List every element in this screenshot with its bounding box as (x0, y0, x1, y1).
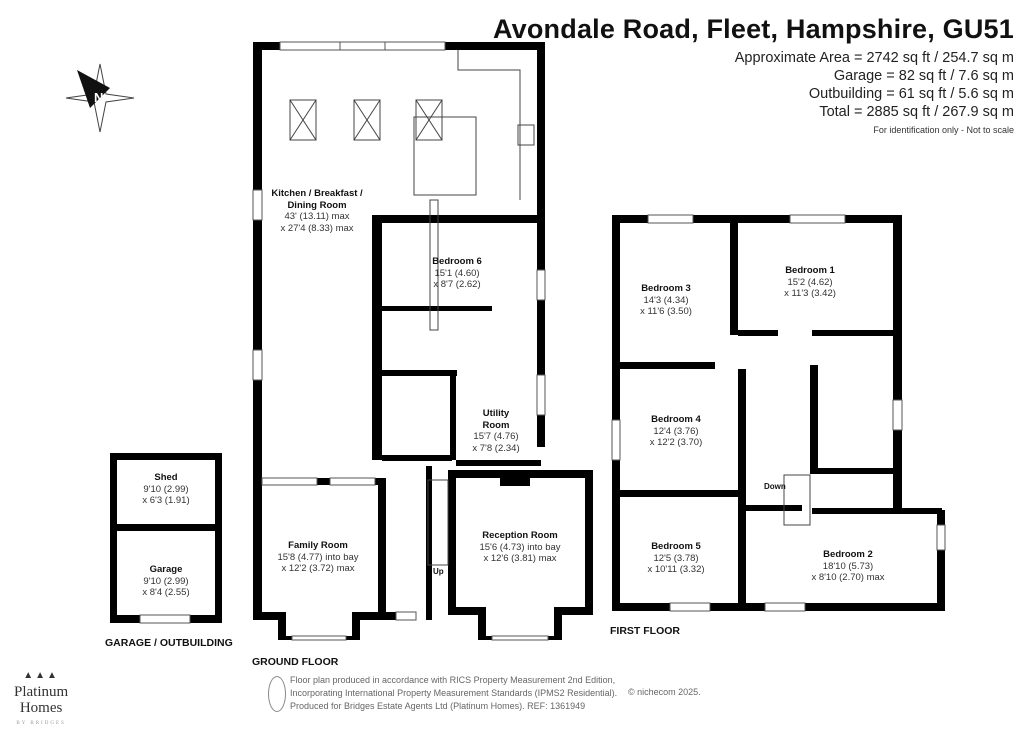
copyright: © nichecom 2025. (628, 687, 701, 697)
first-floor-walls (612, 215, 945, 611)
platinum-homes-logo: ▲▲▲ Platinum Homes BY BRIDGES (14, 668, 68, 732)
room-name: Bedroom 5 (651, 541, 701, 552)
room-dims: 9'10 (2.99) (143, 575, 189, 587)
room-dims: x 11'3 (3.42) (784, 288, 836, 299)
room-name: Bedroom 4 (651, 414, 701, 425)
room-kitchen: Kitchen / Breakfast / Dining Room 43' (1… (267, 188, 367, 234)
room-name: Bedroom 2 (823, 549, 873, 560)
room-bedroom-4: Bedroom 4 12'4 (3.76) x 12'2 (3.70) (650, 414, 703, 449)
room-dims: 43' (13.11) max (284, 211, 350, 222)
room-dims: x 8'4 (2.55) (142, 587, 190, 598)
room-name: Bedroom 3 (641, 283, 691, 294)
footer-line: Produced for Bridges Estate Agents Ltd (… (290, 701, 586, 711)
area-approximate: Approximate Area = 2742 sq ft / 254.7 sq… (734, 50, 1014, 66)
room-name: Utility Room (482, 408, 510, 431)
room-dims: 9'10 (2.99) (143, 483, 189, 495)
room-dims: x 6'3 (1.91) (142, 495, 190, 506)
room-dims: 14'3 (4.34) (643, 294, 689, 306)
room-dims: x 27'4 (8.33) max (280, 222, 354, 234)
room-name: Garage (149, 564, 183, 575)
compass-north-icon: N (62, 60, 138, 136)
stairs-up-label: Up (433, 567, 444, 576)
room-dims: x 12'2 (3.72) max (281, 563, 355, 574)
footer-text: Floor plan produced in accordance with R… (290, 674, 617, 713)
room-name: Bedroom 1 (785, 265, 835, 276)
ground-floor-label: GROUND FLOOR (252, 656, 339, 668)
first-floor-label: FIRST FLOOR (610, 625, 680, 637)
room-dims: 15'7 (4.76) (473, 431, 519, 442)
room-bedroom-3: Bedroom 3 14'3 (4.34) x 11'6 (3.50) (640, 283, 692, 318)
room-dims: 15'6 (4.73) into bay (479, 541, 561, 553)
compass-label: N (94, 90, 103, 105)
kitchen-fixtures (289, 50, 535, 331)
room-name: Bedroom 6 (432, 256, 482, 267)
room-bedroom-1: Bedroom 1 15'2 (4.62) x 11'3 (3.42) (784, 265, 836, 300)
room-family: Family Room 15'8 (4.77) into bay x 12'2 … (277, 540, 358, 575)
ground-floor-windows (252, 41, 549, 641)
room-name: Kitchen / Breakfast / Dining Room (271, 188, 363, 211)
room-dims: x 12'2 (3.70) (649, 437, 703, 448)
property-title: Avondale Road, Fleet, Hampshire, GU51 (492, 14, 1014, 44)
room-dims: 12'5 (3.78) (653, 552, 699, 564)
area-outbuilding: Outbuilding = 61 sq ft / 5.6 sq m (808, 86, 1014, 102)
stairs-down-label: Down (764, 482, 786, 491)
ground-floor-walls (253, 42, 593, 640)
room-shed: Shed 9'10 (2.99) x 6'3 (1.91) (142, 472, 189, 507)
logo-line: Platinum (14, 684, 69, 700)
room-dims: x 11'6 (3.50) (640, 306, 692, 317)
person-icon (268, 676, 286, 712)
room-utility: Utility Room 15'7 (4.76) x 7'8 (2.34) (472, 408, 519, 454)
stairs (427, 474, 811, 566)
room-name: Family Room (288, 540, 348, 551)
room-name: Shed (154, 472, 178, 483)
room-dims: x 8'7 (2.62) (433, 279, 481, 290)
room-dims: 15'1 (4.60) (434, 267, 480, 279)
logo-line: Homes (19, 700, 63, 716)
room-reception: Reception Room 15'6 (4.73) into bay x 12… (479, 530, 560, 565)
footer-line: Floor plan produced in accordance with R… (290, 675, 616, 685)
room-dims: 15'2 (4.62) (787, 276, 833, 288)
room-dims: 15'8 (4.77) into bay (277, 551, 359, 563)
room-dims: 18'10 (5.73) (822, 560, 874, 572)
garage-door (139, 614, 191, 624)
first-floor-windows (611, 214, 946, 612)
area-garage: Garage = 82 sq ft / 7.6 sq m (833, 68, 1014, 84)
logo-birds-icon: ▲▲▲ (23, 670, 59, 681)
room-name: Reception Room (482, 530, 558, 541)
footer-line: Incorporating International Property Mea… (290, 688, 618, 698)
room-dims: x 7'8 (2.34) (472, 442, 520, 454)
room-bedroom-2: Bedroom 2 18'10 (5.73) x 8'10 (2.70) max (811, 549, 884, 584)
room-dims: 12'4 (3.76) (653, 425, 699, 437)
scale-note: For identification only - Not to scale (873, 125, 1014, 135)
room-dims: x 8'10 (2.70) max (811, 572, 885, 583)
room-garage: Garage 9'10 (2.99) x 8'4 (2.55) (142, 564, 189, 599)
logo-line: BY BRIDGES (16, 721, 66, 726)
area-total: Total = 2885 sq ft / 267.9 sq m (819, 104, 1014, 120)
room-bedroom-6: Bedroom 6 15'1 (4.60) x 8'7 (2.62) (432, 256, 482, 291)
room-dims: x 12'6 (3.81) max (483, 553, 557, 564)
room-dims: x 10'11 (3.32) (647, 564, 705, 575)
room-bedroom-5: Bedroom 5 12'5 (3.78) x 10'11 (3.32) (647, 541, 704, 576)
outbuilding-label: GARAGE / OUTBUILDING (105, 637, 233, 649)
